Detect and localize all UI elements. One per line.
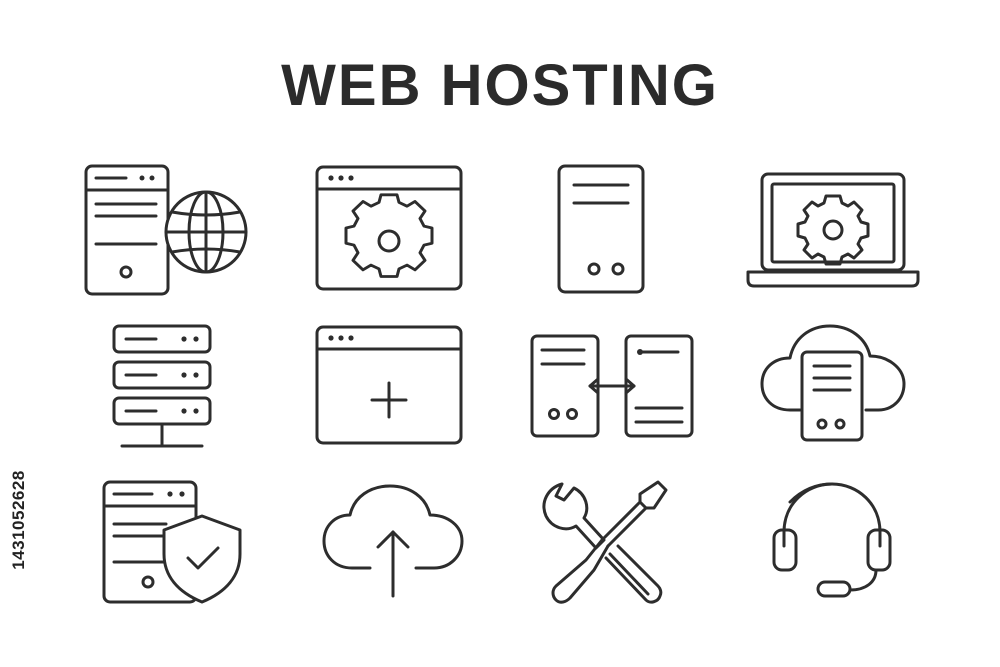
headset-support-icon xyxy=(770,476,894,600)
browser-add-icon xyxy=(315,325,463,445)
server-tower-icon xyxy=(556,163,646,295)
cloud-server-icon xyxy=(760,322,906,444)
server-security-icon xyxy=(100,480,246,606)
page-title: WEB HOSTING xyxy=(281,53,719,118)
browser-settings-icon xyxy=(315,165,463,291)
laptop-settings-icon xyxy=(746,170,920,290)
tools-icon xyxy=(540,478,670,604)
stock-id-watermark: 1431052628 xyxy=(4,420,34,620)
cloud-upload-icon xyxy=(322,484,464,598)
server-transfer-icon xyxy=(528,334,696,438)
stock-id-text: 1431052628 xyxy=(9,470,28,570)
server-rack-network-icon xyxy=(108,322,216,452)
server-globe-icon xyxy=(80,160,250,300)
